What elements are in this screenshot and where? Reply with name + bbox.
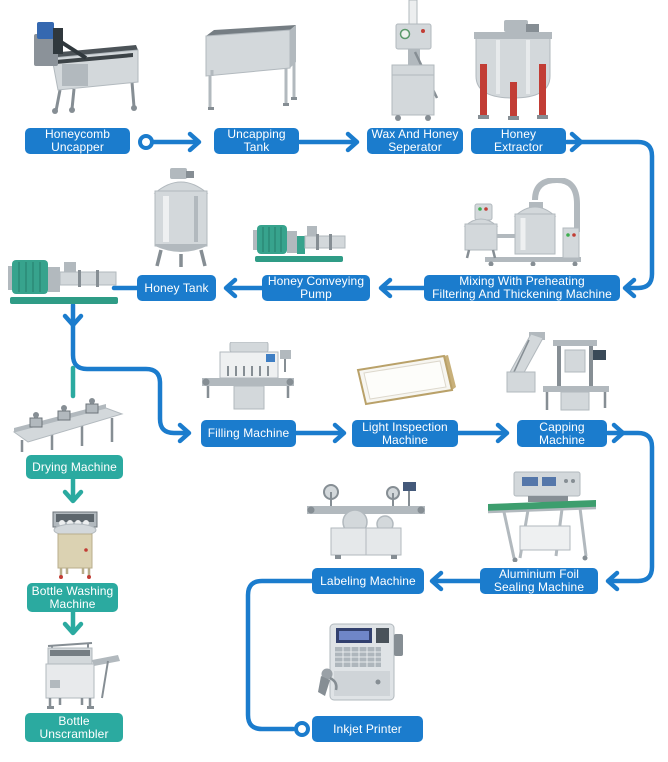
arrow-mixing-to-pump <box>378 277 427 299</box>
node-light-inspection-machine: Light Inspection Machine <box>352 420 458 447</box>
capping-machine-image <box>505 332 609 414</box>
honey-transfer-pump-image <box>8 260 118 304</box>
mixing-machine-image <box>459 178 581 266</box>
line-labeling-to-inkjet <box>245 578 315 737</box>
bottle-unscrambler-image <box>40 640 120 709</box>
arrow-washing-to-unscrambler <box>62 609 84 636</box>
arrow-capping-to-sealing <box>605 422 655 592</box>
filling-machine-image <box>202 342 294 412</box>
node-uncapping-tank: Uncapping Tank <box>214 128 299 154</box>
node-honey-extractor: Honey Extractor <box>471 128 566 154</box>
arrow-filling-to-inspection <box>293 422 347 444</box>
light-inspection-machine-image <box>352 354 456 406</box>
node-capping-machine: Capping Machine <box>517 420 607 447</box>
arrow-drying-to-washing <box>62 476 84 504</box>
arrow-uncapper-to-uncapping-tank <box>138 131 202 153</box>
wax-honey-separator-image <box>384 0 446 121</box>
honey-conveying-pump-image <box>253 225 348 262</box>
node-wax-and-honey-seperator: Wax And Honey Seperator <box>367 128 463 154</box>
honey-extractor-image <box>474 20 552 120</box>
node-mixing-machine: Mixing With Preheating Filtering And Thi… <box>424 275 620 301</box>
arrow-pump-to-honey-tank <box>223 277 265 299</box>
node-labeling-machine: Labeling Machine <box>312 568 424 594</box>
arrow-uncapping-tank-to-separator <box>297 131 360 153</box>
arrow-sealing-to-labeling <box>429 570 483 592</box>
honey-tank-image <box>148 168 214 268</box>
arrow-inspection-to-capping <box>455 422 510 444</box>
honeycomb-uncapper-image <box>34 22 143 114</box>
node-honeycomb-uncapper: Honeycomb Uncapper <box>25 128 130 154</box>
node-bottle-washing-machine: Bottle Washing Machine <box>27 583 118 612</box>
node-inkjet-printer: Inkjet Printer <box>312 716 423 742</box>
aluminium-foil-sealing-machine-image <box>484 470 602 562</box>
bottle-washing-machine-image <box>49 510 101 579</box>
drying-machine-image <box>12 398 124 452</box>
node-drying-machine: Drying Machine <box>26 455 123 479</box>
node-honey-tank: Honey Tank <box>137 275 216 301</box>
node-bottle-unscrambler: Bottle Unscrambler <box>25 713 123 742</box>
node-filling-machine: Filling Machine <box>201 420 296 447</box>
node-aluminium-foil-sealing-machine: Aluminium Foil Sealing Machine <box>480 568 598 594</box>
inkjet-printer-image <box>318 618 403 712</box>
labeling-machine-image <box>307 482 425 559</box>
node-honey-conveying-pump: Honey Conveying Pump <box>262 275 370 301</box>
uncapping-tank-image <box>196 25 297 110</box>
